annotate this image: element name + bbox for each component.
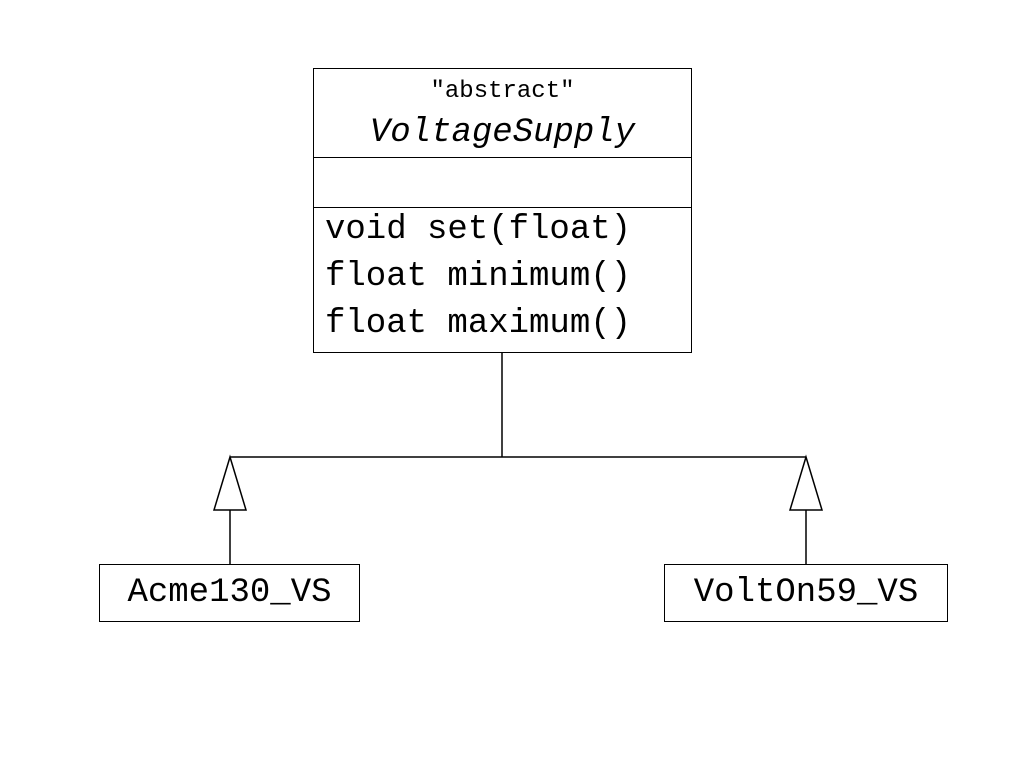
subclass-name-volton: VoltOn59_VS: [693, 574, 919, 612]
class-name-compartment: "abstract" VoltageSupply: [314, 69, 691, 158]
stereotype-label: "abstract": [430, 78, 575, 105]
operations-compartment: void set(float) float minimum() float ma…: [314, 208, 691, 352]
operation-maximum: float maximum(): [325, 305, 632, 343]
class-volton59-vs[interactable]: VoltOn59_VS: [664, 564, 948, 622]
operation-set: void set(float): [325, 211, 632, 249]
generalization-arrowhead-volton: [788, 454, 824, 511]
operation-minimum: float minimum(): [325, 258, 632, 296]
class-voltage-supply[interactable]: "abstract" VoltageSupply void set(float)…: [313, 68, 692, 353]
class-name: VoltageSupply: [369, 114, 636, 152]
subclass-name-acme: Acme130_VS: [127, 574, 332, 612]
generalization-arrowhead-acme: [212, 454, 248, 511]
attributes-compartment: [314, 158, 691, 208]
class-acme130-vs[interactable]: Acme130_VS: [99, 564, 360, 622]
